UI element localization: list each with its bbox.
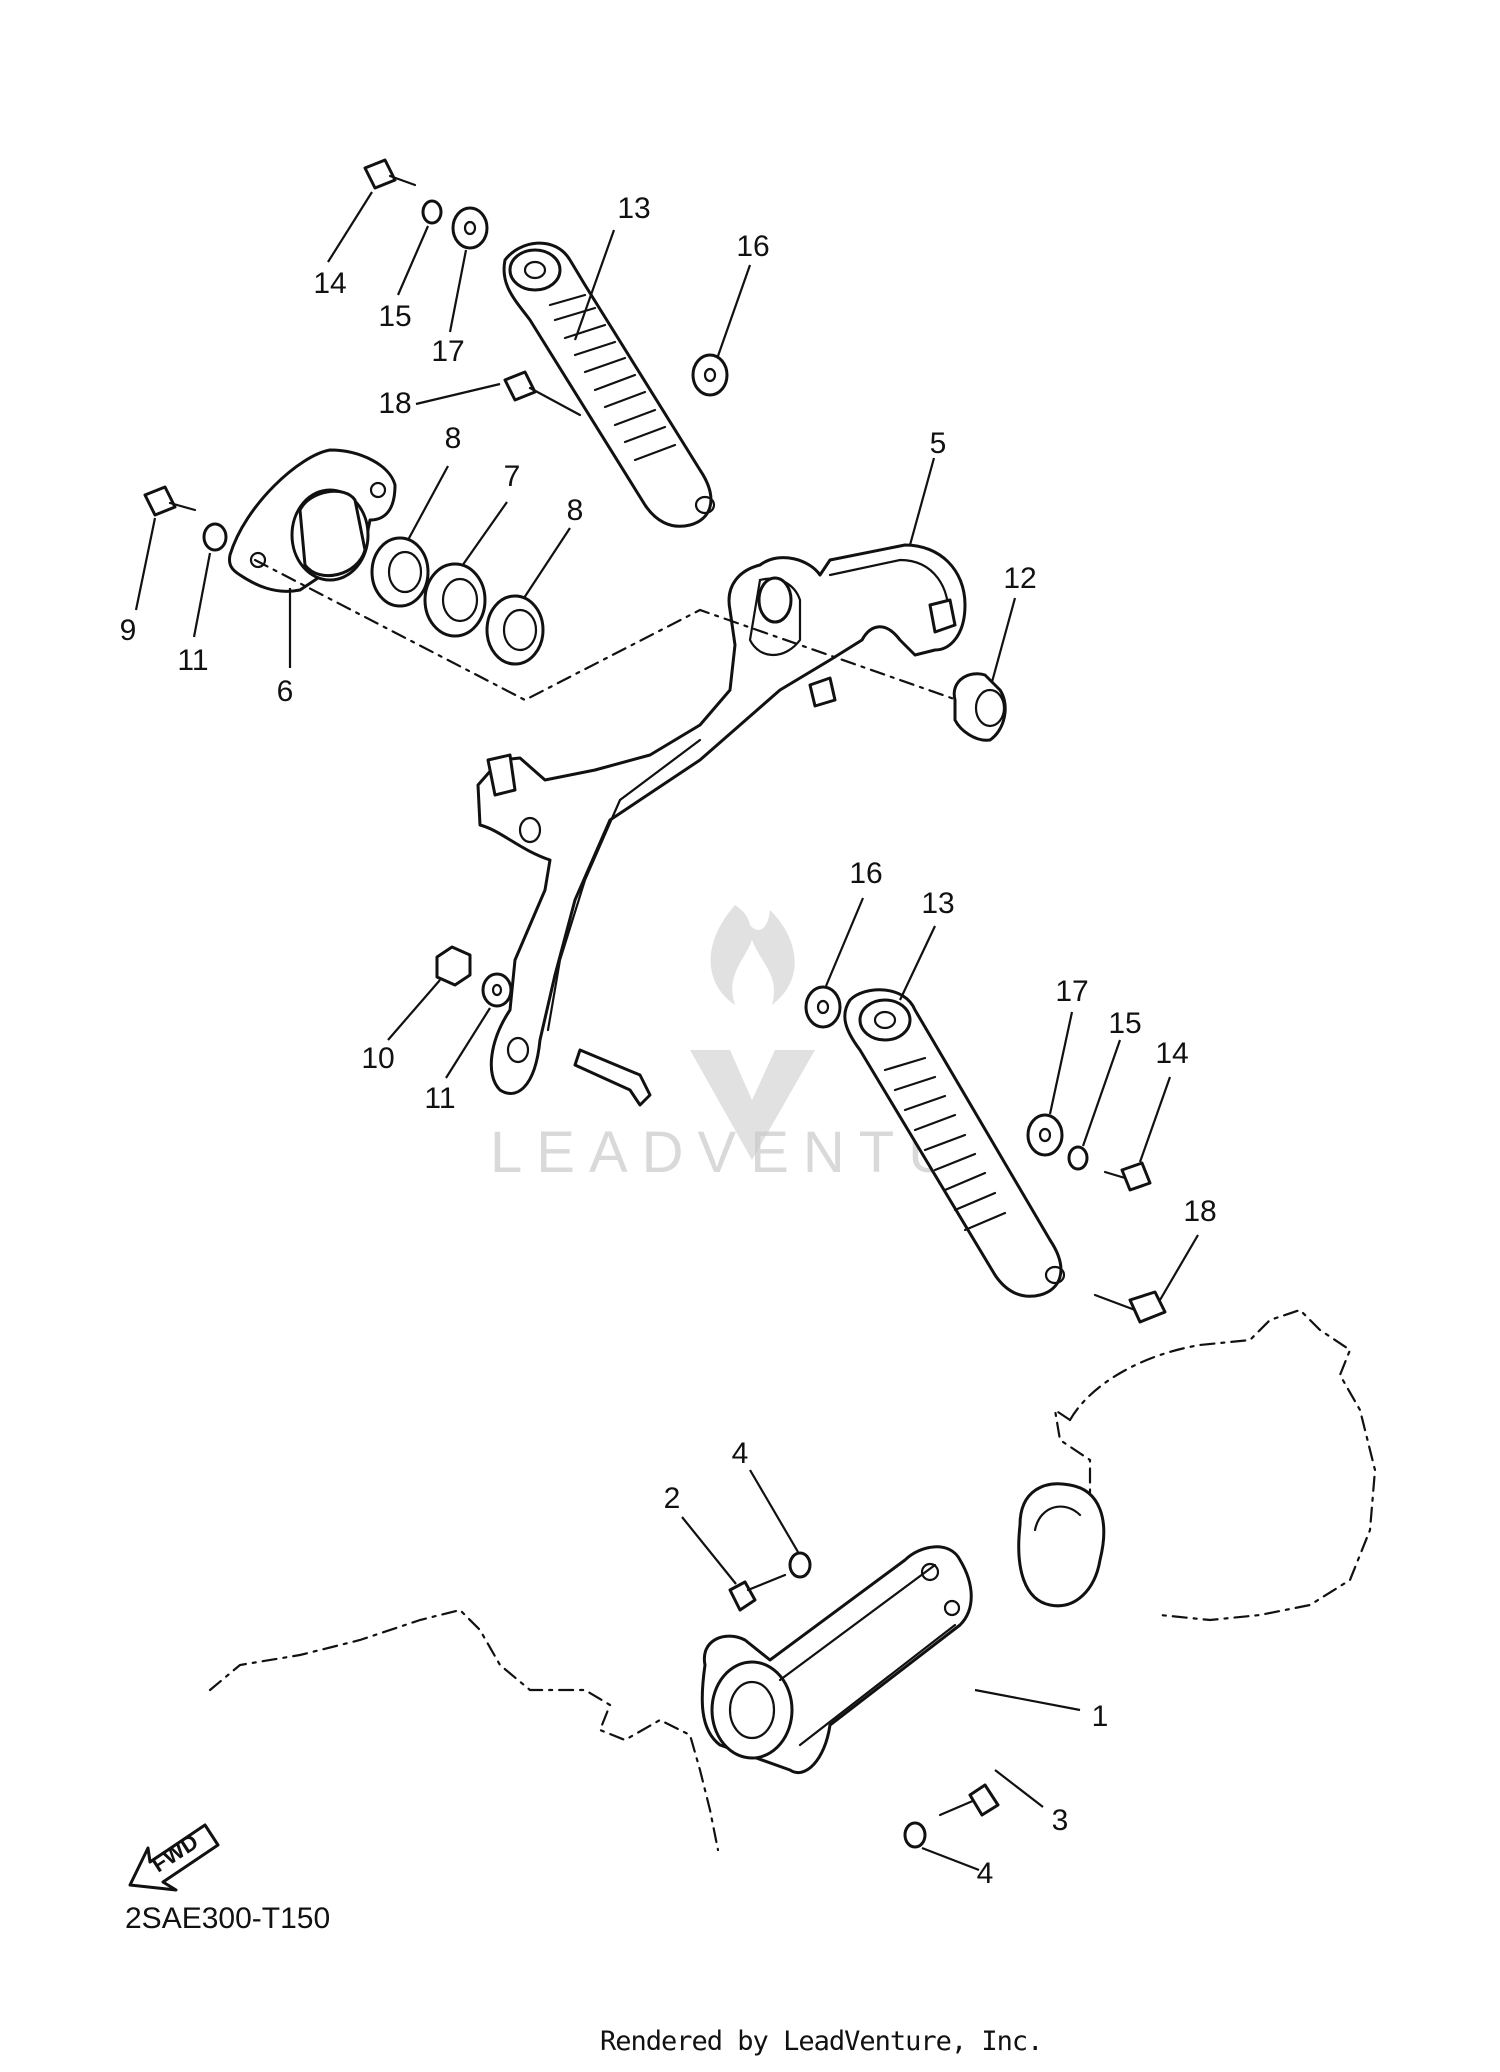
upper-shock xyxy=(502,241,716,528)
callout-18-upper: 18 xyxy=(378,387,411,420)
watermark: LEADVENTU xyxy=(490,905,964,1185)
callout-2: 2 xyxy=(664,1482,681,1515)
watermark-v-icon xyxy=(690,1050,815,1160)
callout-8-right: 8 xyxy=(567,494,584,527)
watermark-text: LEADVENTU xyxy=(490,1120,964,1185)
callout-16-lower: 16 xyxy=(849,857,882,890)
bearings xyxy=(370,536,545,666)
callout-16-upper: 16 xyxy=(736,230,769,263)
watermark-flame-icon xyxy=(710,905,795,1005)
callout-15-upper: 15 xyxy=(378,300,411,333)
callout-14-lower: 14 xyxy=(1155,1037,1188,1070)
callout-15-lower: 15 xyxy=(1108,1007,1141,1040)
mount-tube xyxy=(700,1545,973,1775)
render-credit: Rendered by LeadVenture, Inc. xyxy=(600,2026,1043,2057)
callout-7: 7 xyxy=(504,460,521,493)
diagram-code: 2SAE300-T150 xyxy=(125,1902,331,1935)
callout-11-lower: 11 xyxy=(424,1082,455,1115)
bearing-cover xyxy=(228,448,397,593)
callout-5: 5 xyxy=(930,427,947,460)
callout-11-upper: 11 xyxy=(177,644,208,677)
collar xyxy=(952,672,1007,742)
callout-17-lower: 17 xyxy=(1055,975,1088,1008)
bearing-axis-line xyxy=(253,558,1002,717)
callout-12: 12 xyxy=(1003,562,1036,595)
leader-lines xyxy=(134,191,1199,1872)
fwd-arrow-icon: FWD xyxy=(128,1823,220,1892)
swing-arm xyxy=(476,543,967,1095)
callout-9: 9 xyxy=(120,614,137,647)
callout-3: 3 xyxy=(1052,1804,1069,1837)
callout-10: 10 xyxy=(361,1042,394,1075)
callouts: 1 2 3 4 4 5 6 7 8 8 9 10 11 11 12 13 13 … xyxy=(120,192,1217,1890)
callout-13-upper: 13 xyxy=(617,192,650,225)
callout-17-upper: 17 xyxy=(431,335,464,368)
fasteners xyxy=(143,158,1167,1849)
callout-8-left: 8 xyxy=(445,422,462,455)
callout-4-lower: 4 xyxy=(977,1857,994,1890)
callout-13-lower: 13 xyxy=(921,887,954,920)
callout-1: 1 xyxy=(1092,1700,1109,1733)
callout-4-upper: 4 xyxy=(732,1437,749,1470)
callout-14-upper: 14 xyxy=(313,267,346,300)
callout-6: 6 xyxy=(277,675,294,708)
lower-shock xyxy=(843,988,1066,1298)
frame-outline xyxy=(208,1308,1377,1852)
callout-18-lower: 18 xyxy=(1183,1195,1216,1228)
